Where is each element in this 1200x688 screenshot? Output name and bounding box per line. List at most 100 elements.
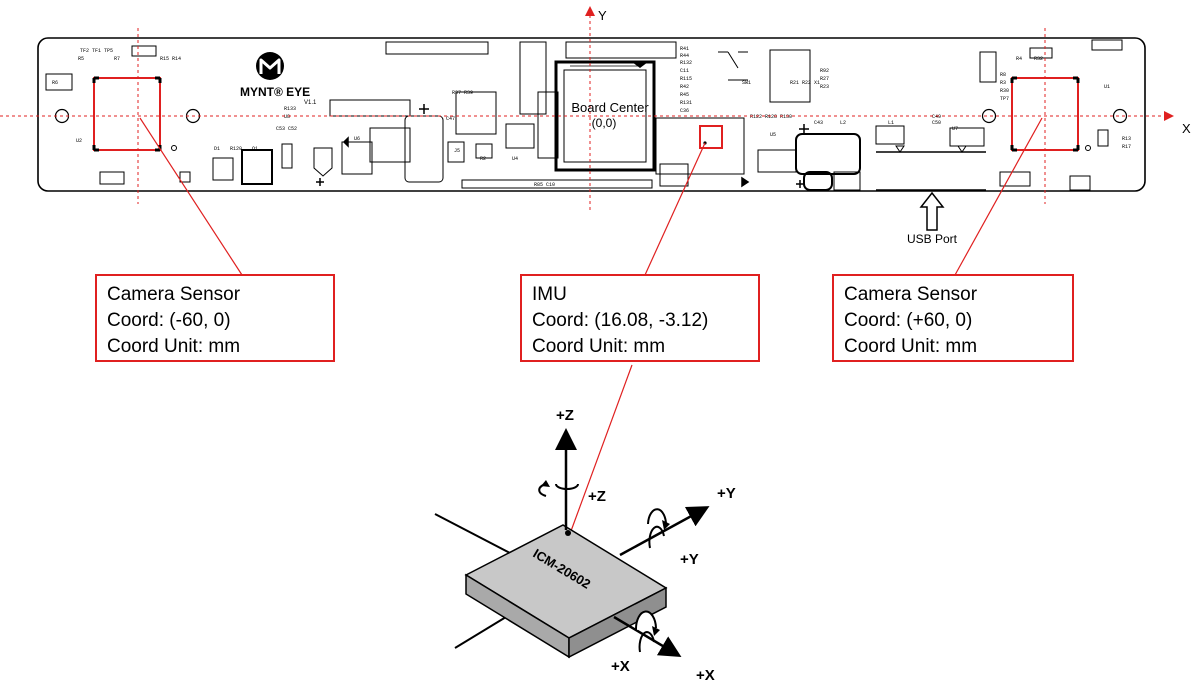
icm-chip-illustration: ICM-20602 +Z +Z +Y +Y +X +X [434, 407, 736, 684]
y-axis-label: Y [598, 8, 607, 23]
svg-text:C49: C49 [932, 114, 941, 120]
svg-text:L1: L1 [888, 120, 894, 126]
pcb-components [45, 39, 1123, 191]
polarity-marks [316, 104, 809, 188]
mount-hole [1112, 108, 1128, 124]
svg-text:C11: C11 [680, 68, 689, 74]
x-axis-arrow [613, 615, 682, 658]
svg-text:R17: R17 [1122, 144, 1131, 150]
x-rotation-label: +X [611, 658, 630, 675]
svg-text:D1: D1 [214, 146, 220, 152]
board-center-coord: (0,0) [592, 116, 617, 130]
x-axis-label: X [1182, 121, 1191, 136]
chip-right-face [568, 586, 667, 659]
right-camera-footprint [1010, 76, 1080, 152]
svg-text:TF2 TF1 TP5: TF2 TF1 TP5 [80, 48, 113, 54]
svg-text:R7: R7 [114, 56, 120, 62]
svg-text:R8: R8 [1000, 72, 1006, 78]
left-camera-leader [139, 117, 243, 276]
y-axis-label: +Y [717, 485, 736, 502]
logo-text: MYNT® EYE [240, 85, 310, 99]
svg-text:R3: R3 [1000, 80, 1006, 86]
svg-text:C47: C47 [446, 116, 455, 122]
svg-text:R120: R120 [230, 146, 242, 152]
imu-callout: IMU Coord: (16.08, -3.12) Coord Unit: mm [520, 274, 760, 362]
svg-text:U4: U4 [512, 156, 518, 162]
callout-unit: Coord Unit: mm [532, 336, 666, 357]
imu-footprint [699, 125, 723, 149]
callout-title: IMU [532, 284, 567, 305]
z-axis-label: +Z [556, 407, 574, 424]
svg-text:R32: R32 [1034, 56, 1043, 62]
leader-lines [139, 117, 1043, 532]
svg-text:U1: U1 [1104, 84, 1110, 90]
svg-text:C53 C52: C53 C52 [276, 126, 297, 132]
board-center-label: Board Center [571, 100, 649, 115]
z-rotation-label: +Z [588, 488, 606, 505]
y-rotation-arrow [648, 525, 665, 549]
svg-text:R27: R27 [820, 76, 829, 82]
mynt-eye-logo [256, 52, 284, 80]
svg-text:R13: R13 [1122, 136, 1131, 142]
svg-text:R115: R115 [680, 76, 692, 82]
svg-text:R133: R133 [284, 106, 296, 112]
connector-block [565, 41, 677, 59]
svg-text:R131: R131 [680, 100, 692, 106]
svg-text:R6: R6 [52, 80, 58, 86]
x-rotation-arrow [638, 631, 655, 653]
y-rotation-label: +Y [680, 551, 699, 568]
imu-chip-leader [570, 364, 633, 532]
svg-text:J5: J5 [454, 148, 460, 154]
svg-text:U2: U2 [76, 138, 82, 144]
svg-text:R5: R5 [78, 56, 84, 62]
svg-text:SW1: SW1 [742, 80, 751, 86]
callout-unit: Coord Unit: mm [107, 336, 241, 357]
callout-title: Camera Sensor [107, 284, 241, 305]
callout-title: Camera Sensor [844, 284, 978, 305]
coordinate-axes: X Y [0, 6, 1191, 210]
callout-unit: Coord Unit: mm [844, 336, 978, 357]
svg-text:C36: C36 [680, 108, 689, 114]
svg-text:R92: R92 [820, 68, 829, 74]
svg-text:U8: U8 [284, 114, 290, 120]
svg-text:R122 R128 R130: R122 R128 R130 [750, 114, 792, 120]
left-camera-callout: Camera Sensor Coord: (-60, 0) Coord Unit… [95, 274, 335, 362]
right-camera-leader [954, 117, 1043, 276]
svg-text:TP7: TP7 [1000, 96, 1009, 102]
board-version: V1.1 [304, 100, 317, 106]
right-camera-callout: Camera Sensor Coord: (+60, 0) Coord Unit… [832, 274, 1074, 362]
z-rotation-arrow [555, 483, 579, 490]
neg-y-axis-line [454, 616, 507, 649]
svg-text:R37 R39: R37 R39 [452, 90, 473, 96]
svg-text:R4: R4 [1016, 56, 1022, 62]
svg-text:R132: R132 [680, 60, 692, 66]
svg-text:L2: L2 [840, 120, 846, 126]
svg-text:R85 C10: R85 C10 [534, 182, 555, 188]
svg-text:R44: R44 [680, 53, 689, 59]
usb-port-label: USB Port [907, 232, 958, 246]
svg-text:C50: C50 [932, 120, 941, 126]
svg-text:R30: R30 [1000, 88, 1009, 94]
svg-text:Q1: Q1 [252, 146, 258, 152]
svg-text:C43: C43 [814, 120, 823, 126]
svg-text:R15 R14: R15 R14 [160, 56, 181, 62]
svg-text:R41: R41 [680, 46, 689, 52]
svg-text:R2: R2 [480, 156, 486, 162]
x-axis-label-chip: +X [696, 667, 715, 684]
usb-port-arrow [919, 191, 945, 231]
svg-text:R45: R45 [680, 92, 689, 98]
svg-text:R42: R42 [680, 84, 689, 90]
svg-text:U6: U6 [354, 136, 360, 142]
callout-coord: Coord: (+60, 0) [844, 310, 973, 331]
imu-leader [644, 142, 706, 276]
mount-hole [981, 108, 997, 124]
svg-text:R23: R23 [820, 84, 829, 90]
svg-text:R21 R22 X1: R21 R22 X1 [790, 80, 820, 86]
callout-coord: Coord: (-60, 0) [107, 310, 231, 331]
callout-coord: Coord: (16.08, -3.12) [532, 310, 709, 331]
svg-text:U5: U5 [770, 132, 776, 138]
svg-text:U7: U7 [952, 126, 958, 132]
